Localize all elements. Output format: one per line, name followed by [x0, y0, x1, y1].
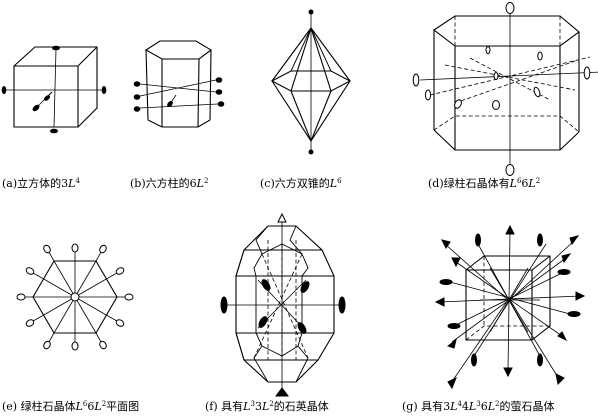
caption-e: (e) 绿柱石晶体L66L2平面图 — [2, 400, 140, 413]
figure-g-fluorite — [434, 224, 586, 390]
figure-c-hex-bipyramid — [270, 9, 352, 155]
caption-g: (g) 具有3L44L36L2的萤石晶体 — [402, 400, 555, 413]
caption-c: (c)六方双锥的L6 — [260, 177, 342, 190]
figure-b-hex-prism — [133, 40, 225, 128]
figure-a-cube — [1, 45, 107, 134]
caption-b: (b)六方柱的6L2 — [130, 177, 209, 190]
figure-d-beryl — [412, 2, 598, 176]
caption-f: (f) 具有L33L2的石英晶体 — [205, 400, 329, 413]
caption-a: (a)立方体的3L4 — [2, 177, 80, 190]
figure-e-beryl-plan — [16, 243, 134, 351]
caption-d: (d)绿柱石晶体有L66L2 — [428, 177, 541, 190]
figure-f-quartz — [220, 212, 346, 397]
